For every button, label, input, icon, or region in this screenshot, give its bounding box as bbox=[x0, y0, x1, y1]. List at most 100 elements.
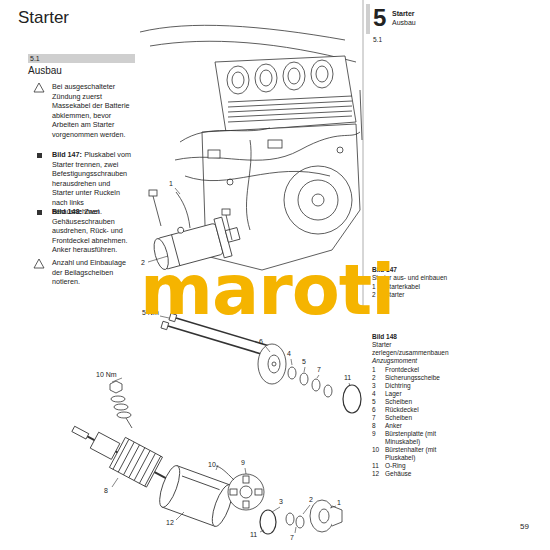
mounting-bolts bbox=[149, 190, 232, 240]
callout-number: 8 bbox=[104, 487, 108, 495]
callout-number: 4 bbox=[287, 350, 291, 358]
line-art bbox=[360, 90, 362, 140]
line-art bbox=[330, 506, 336, 508]
text-paragraph: Anzahl und Einbaulage der Beilagscheiben… bbox=[52, 258, 132, 287]
line-art bbox=[228, 106, 352, 112]
chapter-number: 5 bbox=[373, 4, 386, 33]
line-art bbox=[153, 196, 161, 226]
legend-text: Sicherungsscheibe bbox=[385, 374, 447, 382]
line-art bbox=[304, 367, 305, 372]
washers bbox=[288, 367, 332, 397]
section-heading: Ausbau bbox=[28, 65, 62, 77]
warning-icon bbox=[34, 259, 44, 268]
legend-number: 7 bbox=[372, 414, 376, 422]
line-art bbox=[113, 439, 161, 486]
line-art bbox=[185, 171, 330, 180]
line-art bbox=[291, 359, 292, 365]
callout-number: 7 bbox=[290, 534, 294, 542]
line-art bbox=[216, 465, 218, 470]
line-art bbox=[114, 404, 128, 410]
line-art bbox=[272, 507, 280, 512]
housing bbox=[156, 463, 237, 528]
line-art bbox=[176, 512, 184, 520]
line-art bbox=[110, 381, 122, 393]
callout-number: 11 bbox=[344, 374, 351, 382]
engine-drawing bbox=[140, 25, 362, 270]
legend-text: Bürstenplatte (mit Minuskabel) bbox=[385, 430, 447, 446]
figure-number: Bild 148 bbox=[372, 333, 397, 341]
line-art bbox=[300, 373, 308, 385]
line-art bbox=[202, 124, 360, 270]
line-art bbox=[246, 140, 251, 230]
legend-number: 4 bbox=[372, 390, 376, 398]
callout-number: 1 bbox=[337, 499, 341, 507]
legend-note: Anzugsmoment bbox=[372, 357, 417, 365]
line-art bbox=[230, 489, 237, 495]
bullet-square bbox=[37, 153, 42, 158]
front-cover bbox=[310, 500, 342, 532]
line-art bbox=[243, 476, 249, 483]
section-number: 5.1 bbox=[30, 55, 40, 63]
legend-text: Gehäuse bbox=[385, 470, 447, 478]
chapter-mark bbox=[366, 4, 370, 34]
o-ring bbox=[343, 385, 361, 413]
line-art bbox=[312, 194, 324, 206]
text-paragraph: Bei ausgeschalteter Zündung zuerst Masse… bbox=[52, 82, 132, 139]
line-art bbox=[208, 483, 236, 529]
line-art bbox=[113, 439, 129, 469]
line-art bbox=[260, 530, 264, 532]
line-art bbox=[149, 190, 157, 196]
line-art bbox=[303, 505, 310, 514]
legend-number: 5 bbox=[372, 398, 376, 406]
legend-text: O-Ring bbox=[385, 462, 447, 470]
section-title: Ausbau bbox=[392, 19, 416, 27]
line-art bbox=[232, 72, 244, 88]
text-paragraph: Bild 148:Zwei Gehäuseschrauben ausdrehen… bbox=[52, 207, 132, 255]
figure-caption: Starter zerlegen/zusammenbauen bbox=[372, 341, 452, 357]
line-art bbox=[216, 466, 234, 480]
line-art bbox=[109, 437, 162, 487]
line-art bbox=[349, 383, 350, 386]
line-art bbox=[228, 111, 352, 117]
line-art bbox=[284, 166, 352, 234]
line-art bbox=[240, 486, 252, 498]
line-art bbox=[112, 478, 118, 487]
instruction-text: Pluskabel vom Starter trennen, zwei Befe… bbox=[52, 150, 131, 216]
line-art bbox=[156, 463, 184, 509]
callout-number: 9 bbox=[241, 459, 245, 467]
line-art bbox=[134, 451, 150, 481]
line-art bbox=[286, 513, 294, 525]
line-art bbox=[295, 527, 296, 533]
callout-number: 3 bbox=[279, 498, 283, 506]
legend-number: 10 bbox=[372, 446, 379, 454]
bullet-square bbox=[37, 210, 42, 215]
figure-reference: Bild 147: bbox=[52, 150, 84, 159]
legend-number: 3 bbox=[372, 382, 376, 390]
line-art bbox=[316, 66, 328, 82]
line-art bbox=[268, 355, 280, 373]
line-art bbox=[260, 70, 272, 86]
line-art bbox=[228, 96, 352, 122]
line-art bbox=[317, 375, 319, 378]
legend-number: 6 bbox=[372, 406, 376, 414]
legend-number: 2 bbox=[372, 374, 376, 382]
line-art bbox=[228, 96, 352, 102]
line-art bbox=[72, 426, 89, 439]
terminal-nut-stack bbox=[110, 381, 132, 428]
line-art bbox=[140, 25, 345, 40]
callout-number: 6 bbox=[259, 338, 263, 346]
callout-number: 5 bbox=[302, 358, 306, 366]
line-art bbox=[332, 506, 342, 526]
section-number: 5.1 bbox=[373, 36, 382, 44]
text-paragraph: Bild 147:Pluskabel vom Starter trennen, … bbox=[52, 150, 132, 217]
line-art bbox=[180, 128, 270, 142]
rear-cover bbox=[258, 344, 286, 384]
line-art bbox=[245, 468, 246, 474]
line-art bbox=[310, 500, 334, 532]
line-art bbox=[111, 396, 125, 402]
line-art bbox=[288, 68, 300, 84]
line-art bbox=[228, 116, 352, 122]
line-art bbox=[228, 101, 352, 107]
line-art bbox=[227, 66, 249, 94]
legend-text: Scheiben bbox=[385, 398, 447, 406]
